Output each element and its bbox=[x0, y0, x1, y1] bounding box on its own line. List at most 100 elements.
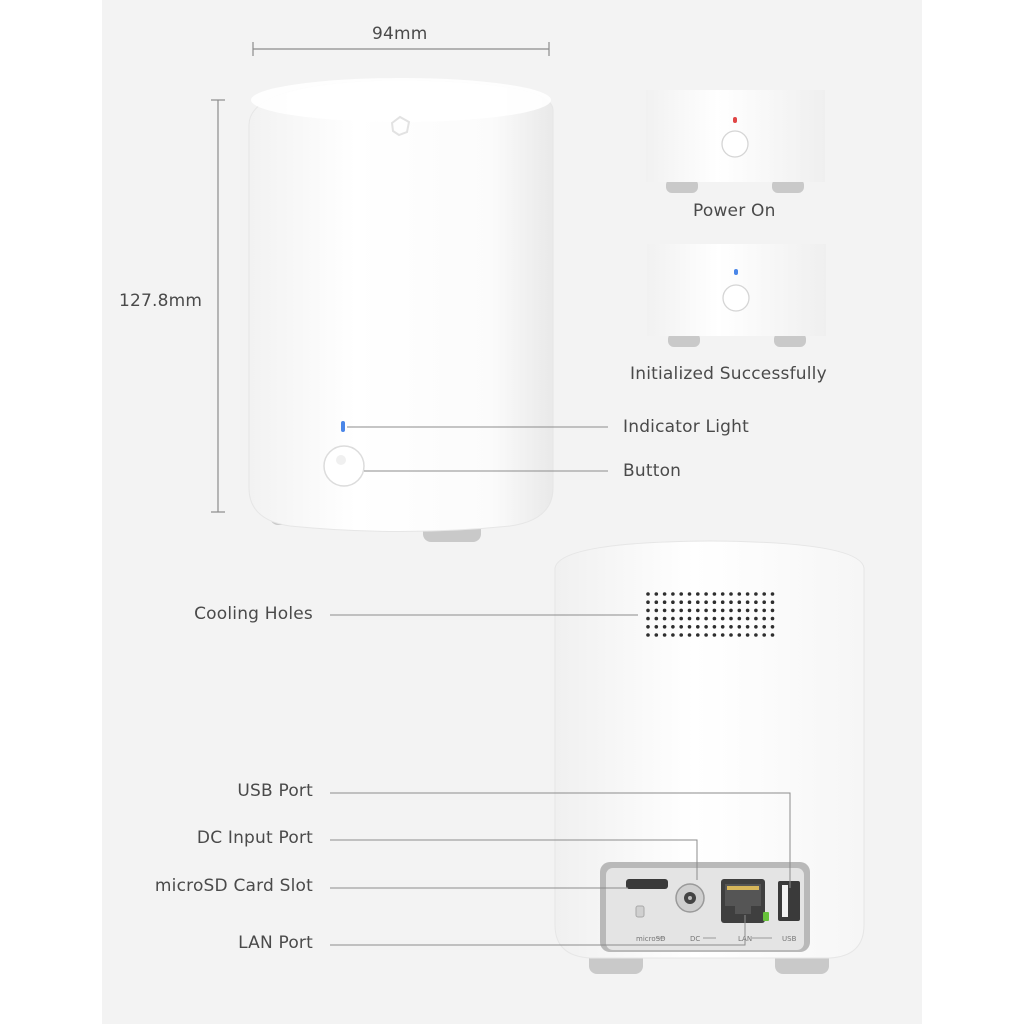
cooling-hole bbox=[679, 633, 683, 637]
cooling-hole bbox=[646, 592, 650, 596]
cooling-hole bbox=[704, 625, 708, 629]
cooling-hole bbox=[754, 633, 758, 637]
initialized-view bbox=[647, 244, 826, 347]
cooling-hole bbox=[654, 625, 659, 629]
cooling-hole bbox=[646, 616, 650, 621]
port-label-usb: USB bbox=[782, 935, 797, 943]
cooling-hole bbox=[737, 633, 742, 637]
cooling-hole bbox=[737, 625, 742, 629]
button-label: Button bbox=[623, 461, 682, 481]
cooling-hole bbox=[770, 608, 775, 613]
cooling-hole bbox=[720, 633, 725, 637]
lan-port bbox=[721, 879, 769, 923]
dc-input-port-label: DC Input Port bbox=[196, 828, 313, 848]
power-on-indicator-light bbox=[733, 117, 737, 123]
cooling-hole bbox=[729, 633, 733, 637]
lan-port-leader bbox=[330, 915, 746, 946]
cooling-hole bbox=[671, 608, 675, 613]
cooling-hole bbox=[696, 608, 700, 613]
port-label-dc: DC bbox=[690, 935, 700, 943]
cooling-hole bbox=[720, 608, 725, 613]
cooling-hole bbox=[737, 592, 742, 596]
indicator-light-label: Indicator Light bbox=[623, 417, 749, 437]
dc-input-port-leader bbox=[330, 839, 698, 880]
cooling-hole bbox=[671, 600, 675, 604]
cooling-hole bbox=[762, 616, 766, 621]
front-button bbox=[323, 445, 365, 487]
cooling-hole bbox=[662, 592, 667, 596]
cooling-hole bbox=[679, 592, 683, 596]
cooling-hole bbox=[704, 633, 708, 637]
cooling-hole bbox=[737, 600, 742, 604]
hub-front-view bbox=[248, 78, 554, 542]
cooling-hole bbox=[762, 600, 766, 604]
cooling-hole bbox=[712, 600, 717, 604]
cooling-hole bbox=[696, 633, 700, 637]
cooling-hole bbox=[654, 600, 659, 604]
cooling-hole bbox=[662, 616, 667, 621]
cooling-hole bbox=[770, 625, 775, 629]
power-on-label: Power On bbox=[693, 201, 776, 221]
front-indicator-light bbox=[341, 421, 345, 432]
logo-mark bbox=[390, 115, 411, 137]
lan-led bbox=[763, 912, 769, 921]
cooling-hole bbox=[754, 625, 758, 629]
usb-port bbox=[778, 881, 800, 921]
cooling-hole bbox=[745, 592, 750, 596]
cooling-hole bbox=[687, 633, 692, 637]
port-panel: microSD DC LAN USB bbox=[600, 862, 810, 952]
cooling-hole bbox=[737, 608, 742, 613]
cooling-hole bbox=[704, 592, 708, 596]
port-label-microsd: microSD bbox=[636, 935, 665, 943]
cooling-hole bbox=[762, 592, 766, 596]
cooling-hole bbox=[679, 625, 683, 629]
cooling-hole bbox=[704, 600, 708, 604]
width-dimension bbox=[252, 42, 550, 56]
cooling-hole bbox=[729, 625, 733, 629]
cooling-hole bbox=[696, 600, 700, 604]
cooling-hole bbox=[745, 633, 750, 637]
cooling-hole bbox=[679, 600, 683, 604]
cooling-hole bbox=[662, 633, 667, 637]
initialized-indicator-light bbox=[734, 269, 738, 275]
cooling-holes-label: Cooling Holes bbox=[194, 604, 313, 624]
cooling-hole bbox=[762, 633, 766, 637]
cooling-hole bbox=[671, 633, 675, 637]
cooling-hole bbox=[712, 608, 717, 613]
cooling-hole bbox=[729, 600, 733, 604]
cooling-hole bbox=[712, 592, 717, 596]
cooling-hole bbox=[654, 592, 659, 596]
cooling-hole bbox=[754, 616, 758, 621]
cooling-hole bbox=[654, 608, 659, 613]
cooling-hole bbox=[671, 592, 675, 596]
cooling-hole bbox=[687, 616, 692, 621]
cooling-hole bbox=[720, 625, 725, 629]
cooling-hole bbox=[696, 592, 700, 596]
cooling-hole bbox=[770, 592, 775, 596]
cooling-hole bbox=[745, 600, 750, 604]
cooling-hole bbox=[679, 616, 683, 621]
cooling-hole bbox=[662, 625, 667, 629]
hub-rear-view: microSD DC LAN USB bbox=[554, 540, 865, 974]
cooling-hole bbox=[745, 616, 750, 621]
microsd-icon bbox=[635, 905, 645, 918]
cooling-hole bbox=[729, 608, 733, 613]
cooling-hole bbox=[646, 625, 650, 629]
cooling-hole bbox=[646, 600, 650, 604]
cooling-holes bbox=[646, 592, 775, 637]
cooling-hole bbox=[720, 616, 725, 621]
cooling-hole bbox=[729, 616, 733, 621]
lan-port-label: LAN Port bbox=[238, 933, 313, 953]
cooling-hole bbox=[696, 625, 700, 629]
cooling-hole bbox=[671, 616, 675, 621]
cooling-hole bbox=[770, 616, 775, 621]
cooling-hole bbox=[687, 625, 692, 629]
microsd-slot-label: microSD Card Slot bbox=[154, 876, 313, 896]
cooling-hole bbox=[754, 608, 758, 613]
cooling-hole bbox=[704, 616, 708, 621]
height-label: 127.8mm bbox=[119, 291, 203, 311]
cooling-hole bbox=[654, 616, 659, 621]
usb-port-label: USB Port bbox=[237, 781, 313, 801]
cooling-hole bbox=[654, 633, 659, 637]
